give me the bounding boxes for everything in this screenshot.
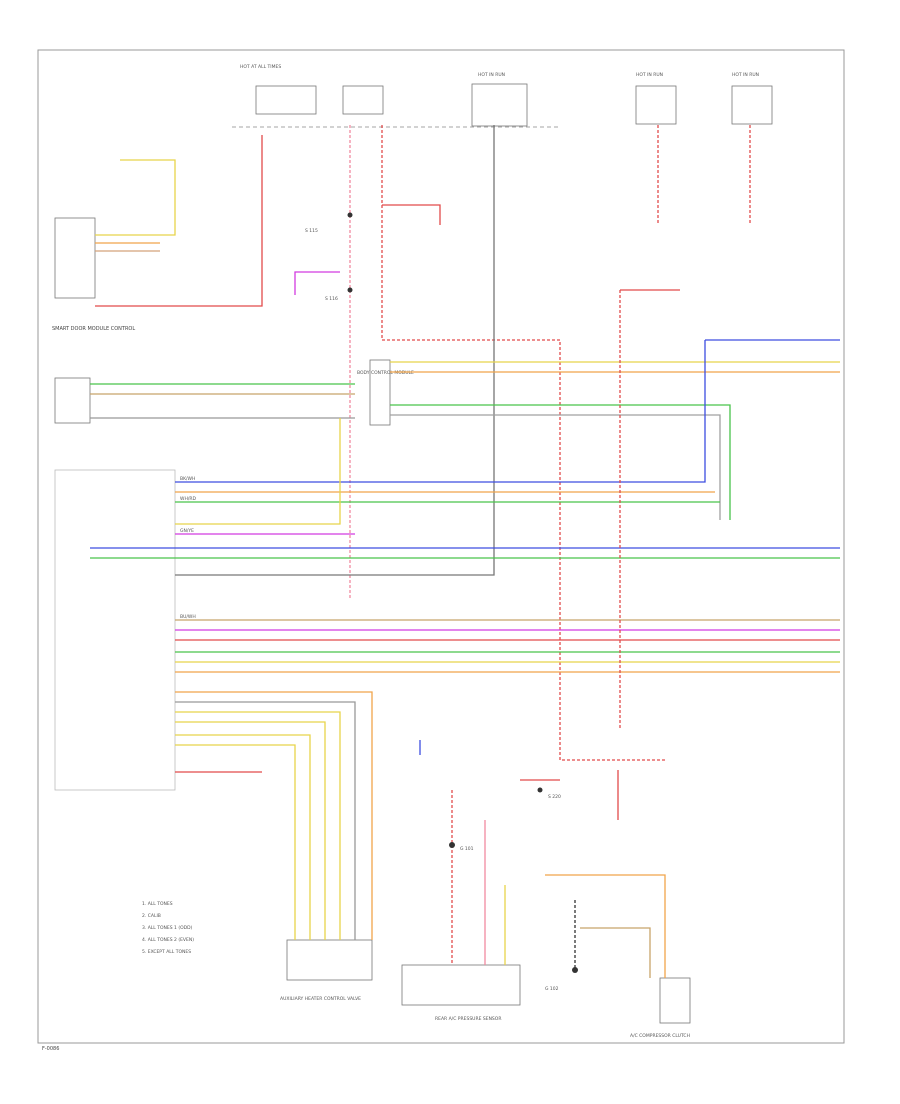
bottom-center-module-box — [401, 964, 521, 1006]
left-module-box — [54, 217, 96, 299]
wire-label-4: BU/WH — [180, 614, 196, 620]
wire-label-3: GN/YE — [180, 528, 194, 534]
splice-group: S 115 S 116 S 220 — [305, 212, 561, 800]
ground-group: G 102 G 101 — [449, 842, 578, 992]
legend-item-2: 2. CALIB — [142, 913, 161, 919]
legend-item-4: 4. ALL TONES 2 (EVEN) — [142, 937, 194, 943]
fuse-box-1-rect — [255, 85, 317, 115]
splice-dot-1 — [347, 212, 353, 218]
wire-yellow-down-2 — [175, 721, 326, 940]
wire-label-1: BK/WH — [180, 476, 195, 482]
wire-gray-down — [175, 701, 356, 940]
bottom-right-module-box — [659, 977, 691, 1024]
wire-red-vertical — [381, 125, 665, 761]
center-module-box — [369, 359, 391, 426]
legend-item-1: 1. ALL TONES — [142, 901, 173, 907]
bottom-left-module-label: AUXILIARY HEATER CONTROL VALVE — [280, 996, 361, 1002]
fuse-box-2: HOT IN RUN — [471, 72, 528, 127]
wire-blue-row — [175, 340, 706, 483]
wire-orange-down — [175, 691, 373, 940]
fuse-box-3: HOT IN RUN — [635, 72, 677, 125]
splice-label-1: S 115 — [305, 228, 318, 234]
wire-yellow-down-3 — [175, 734, 311, 940]
wire-gray-right — [390, 414, 721, 520]
ground-label-1: G 102 — [545, 986, 559, 992]
wire-green-right — [390, 404, 731, 520]
splice-label-3: S 220 — [548, 794, 561, 800]
legend-item-3: 3. ALL TONES 1 (ODD) — [142, 925, 193, 931]
legend: 1. ALL TONES 2. CALIB 3. ALL TONES 1 (OD… — [142, 901, 194, 955]
wire-yellow-row — [175, 418, 341, 525]
diagram-frame — [37, 49, 845, 1044]
wire-orange-bottom — [545, 874, 666, 978]
left-connector-box — [54, 377, 91, 424]
splice-label-2: S 116 — [325, 296, 338, 302]
ground-label-2: G 101 — [460, 846, 474, 852]
wire-magenta-short — [294, 271, 340, 295]
fuse-box-4: HOT IN RUN — [731, 72, 773, 125]
bottom-left-module-box — [286, 939, 373, 981]
legend-item-5: 5. EXCEPT ALL TONES — [142, 949, 191, 955]
fuse-box-4-rect — [731, 85, 773, 125]
splice-dot-2 — [347, 287, 353, 293]
fuse-box-1-label: HOT AT ALL TIMES — [240, 64, 281, 70]
fuse-box-1: HOT AT ALL TIMES — [240, 64, 384, 115]
bottom-center-module-label: REAR A/C PRESSURE SENSOR — [435, 1016, 501, 1022]
wire-yellow-1 — [95, 159, 176, 236]
wire-red-1 — [95, 135, 263, 307]
left-module-label: SMART DOOR MODULE CONTROL — [52, 326, 135, 332]
fuse-box-2-label: HOT IN RUN — [478, 72, 505, 78]
fuse-box-2-rect — [471, 83, 528, 127]
center-module-label: BODY CONTROL MODULE — [357, 370, 414, 376]
wire-yellow-down-1 — [175, 711, 341, 940]
fuse-box-3-label: HOT IN RUN — [636, 72, 663, 78]
wire-tan-bottom — [580, 927, 651, 978]
splice-dot-3 — [537, 787, 543, 793]
fuse-box-3-rect — [635, 85, 677, 125]
ground-icon-1 — [572, 967, 578, 973]
bottom-right-module-label: A/C COMPRESSOR CLUTCH — [630, 1033, 690, 1039]
wire-label-2: WH/RD — [180, 496, 196, 502]
page-id: F-0086 — [42, 1046, 59, 1052]
wire-yellow-down-4 — [175, 744, 296, 940]
ground-icon-2 — [449, 842, 455, 848]
wire-gray-vertical — [175, 125, 495, 576]
fuse-box-1b-rect — [342, 85, 384, 115]
main-connector-column — [54, 469, 176, 791]
wire-red-short — [382, 204, 441, 225]
wire-group — [90, 125, 840, 978]
fuse-box-4-label: HOT IN RUN — [732, 72, 759, 78]
